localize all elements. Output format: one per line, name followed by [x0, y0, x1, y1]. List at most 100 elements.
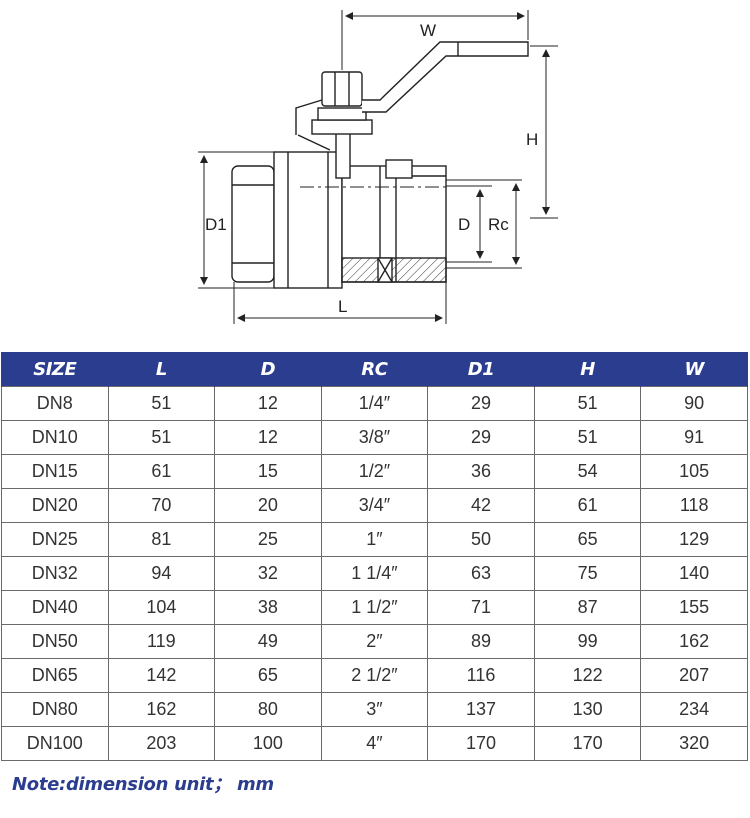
cell-size: DN20 — [1, 488, 109, 523]
cell-d: 100 — [214, 726, 322, 761]
cell-w: 155 — [640, 590, 748, 625]
cell-w: 207 — [640, 658, 748, 693]
cell-size: DN40 — [1, 590, 109, 625]
header-size: SIZE — [1, 352, 109, 387]
cell-size: DN15 — [1, 454, 109, 489]
cell-h: 61 — [533, 488, 642, 523]
header-w: W — [640, 352, 748, 387]
label-l: L — [338, 297, 347, 316]
cell-size: DN65 — [1, 658, 109, 693]
cell-d1: 63 — [427, 556, 535, 591]
cell-size: DN32 — [1, 556, 109, 591]
cell-w: 90 — [640, 386, 748, 421]
cell-rc: 2″ — [320, 624, 429, 659]
cell-d: 80 — [214, 692, 322, 727]
cell-rc: 2 1/2″ — [320, 658, 429, 693]
cell-w: 129 — [640, 522, 748, 557]
cell-d: 65 — [214, 658, 322, 693]
cell-d1: 170 — [427, 726, 535, 761]
cell-d: 32 — [214, 556, 322, 591]
cell-size: DN25 — [1, 522, 109, 557]
cell-rc: 3/4″ — [320, 488, 429, 523]
cell-size: DN10 — [1, 420, 109, 455]
cell-h: 130 — [533, 692, 642, 727]
header-h: H — [533, 352, 642, 387]
cell-size: DN80 — [1, 692, 109, 727]
cell-l: 142 — [107, 658, 216, 693]
cell-size: DN100 — [1, 726, 109, 761]
header-l: L — [107, 352, 216, 387]
header-rc: RC — [320, 352, 429, 387]
cell-size: DN8 — [1, 386, 109, 421]
cell-l: 162 — [107, 692, 216, 727]
cell-h: 99 — [533, 624, 642, 659]
unit-note: Note:dimension unit； mm — [12, 774, 274, 795]
cell-d1: 71 — [427, 590, 535, 625]
cell-l: 61 — [107, 454, 216, 489]
cell-d1: 29 — [427, 386, 535, 421]
cell-d: 12 — [214, 420, 322, 455]
cell-l: 51 — [107, 420, 216, 455]
cell-d1: 89 — [427, 624, 535, 659]
cell-d: 12 — [214, 386, 322, 421]
cell-d: 15 — [214, 454, 322, 489]
cell-h: 75 — [533, 556, 642, 591]
cell-d: 20 — [214, 488, 322, 523]
label-w: W — [420, 21, 436, 40]
cell-l: 70 — [107, 488, 216, 523]
label-d: D — [458, 215, 470, 234]
table-header-row: SIZE L D RC D1 H W — [1, 352, 748, 387]
cell-h: 51 — [533, 420, 642, 455]
cell-h: 51 — [533, 386, 642, 421]
cell-w: 234 — [640, 692, 748, 727]
cell-d1: 137 — [427, 692, 535, 727]
cell-w: 105 — [640, 454, 748, 489]
cell-rc: 1″ — [320, 522, 429, 557]
cell-l: 51 — [107, 386, 216, 421]
ball-valve-diagram: W H D1 D Rc L — [198, 10, 558, 324]
valve-body — [231, 41, 529, 289]
cell-rc: 4″ — [320, 726, 429, 761]
label-rc: Rc — [488, 215, 509, 234]
cell-rc: 1/2″ — [320, 454, 429, 489]
label-d1: D1 — [205, 215, 227, 234]
cell-rc: 3/8″ — [320, 420, 429, 455]
cell-d1: 116 — [427, 658, 535, 693]
cell-d: 25 — [214, 522, 322, 557]
cell-d: 49 — [214, 624, 322, 659]
cell-w: 140 — [640, 556, 748, 591]
cell-l: 81 — [107, 522, 216, 557]
dimension-lines — [198, 10, 558, 324]
cell-l: 104 — [107, 590, 216, 625]
cell-rc: 3″ — [320, 692, 429, 727]
cell-l: 119 — [107, 624, 216, 659]
cell-d1: 42 — [427, 488, 535, 523]
cell-h: 54 — [533, 454, 642, 489]
cell-h: 170 — [533, 726, 642, 761]
cell-h: 65 — [533, 522, 642, 557]
cell-rc: 1/4″ — [320, 386, 429, 421]
label-h: H — [526, 130, 538, 149]
cell-size: DN50 — [1, 624, 109, 659]
cell-d1: 29 — [427, 420, 535, 455]
cell-h: 122 — [533, 658, 642, 693]
cell-rc: 1 1/4″ — [320, 556, 429, 591]
header-d: D — [214, 352, 322, 387]
cell-w: 91 — [640, 420, 748, 455]
header-d1: D1 — [427, 352, 535, 387]
cell-d1: 36 — [427, 454, 535, 489]
cell-rc: 1 1/2″ — [320, 590, 429, 625]
cell-l: 203 — [107, 726, 216, 761]
cell-l: 94 — [107, 556, 216, 591]
